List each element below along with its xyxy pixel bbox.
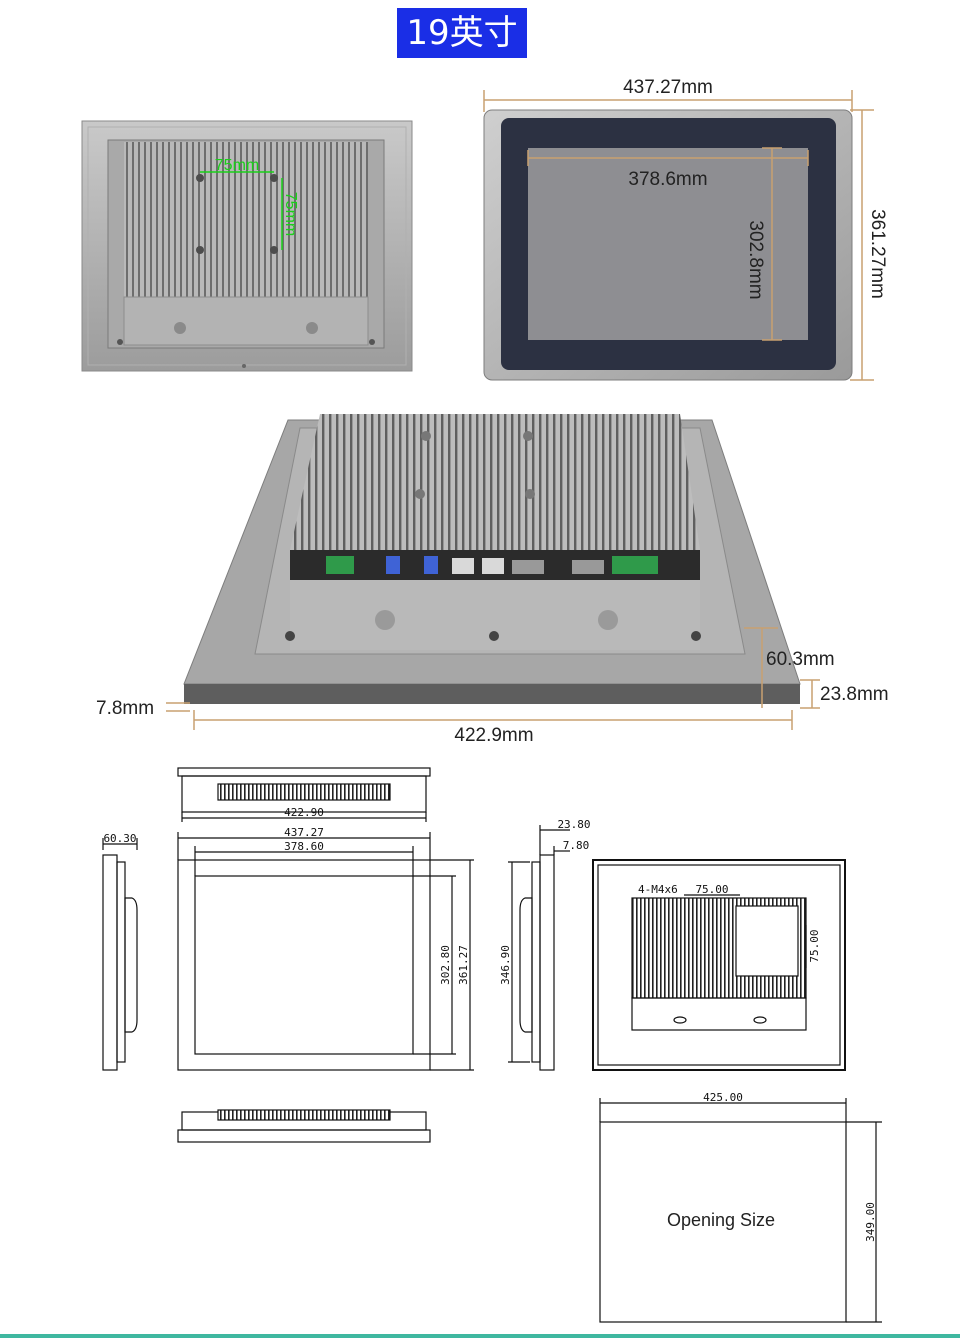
- cad-side-depth-label: 60.30: [103, 832, 136, 845]
- cad-back-vesa-h-label: 75.00: [695, 883, 728, 896]
- front-height-label: 361.27mm: [867, 209, 888, 299]
- cad-side-height-label: 346.90: [499, 945, 512, 985]
- cad-left-side-view: [102, 838, 138, 1071]
- cad-back-screws-label: 4-M4x6: [638, 883, 678, 896]
- cad-opening-width-label: 425.00: [703, 1091, 743, 1104]
- chassis-width-label: 422.9mm: [454, 725, 533, 746]
- perspective-back-photo: 60.3mm 23.8mm 7.8mm 422.9mm: [96, 414, 889, 746]
- cad-screen-width-label: 378.60: [284, 840, 324, 853]
- depth-total-label: 60.3mm: [766, 649, 835, 670]
- screen-width-label: 378.6mm: [628, 169, 707, 190]
- cad-drawings: [102, 767, 882, 1323]
- opening-size-label: Opening Size: [667, 1210, 775, 1230]
- cad-bottom-view: [177, 1109, 431, 1143]
- cad-back-view: [592, 859, 846, 1071]
- cad-top-view: [177, 767, 431, 822]
- cad-back-vesa-v-label: 75.00: [808, 929, 821, 962]
- cad-opening-size: [599, 1098, 882, 1323]
- cad-side-chassis-label: 23.80: [557, 818, 590, 831]
- bezel-label: 7.8mm: [96, 698, 154, 719]
- screen-height-label: 302.8mm: [745, 220, 766, 299]
- cad-top-width-label: 422.90: [284, 806, 324, 819]
- cad-opening-height-label: 349.00: [864, 1202, 877, 1242]
- cad-front-height-label: 361.27: [457, 945, 470, 985]
- back-panel-photo: 75mm 75mm: [81, 120, 413, 372]
- cad-front-width-label: 437.27: [284, 826, 324, 839]
- front-panel-photo: 437.27mm 361.27mm 378.6mm 302.8mm: [483, 77, 888, 381]
- cad-right-side-view: [508, 825, 570, 1071]
- cad-front-view: [177, 832, 474, 1071]
- back-vesa-h-label: 75mm: [215, 157, 259, 174]
- back-vesa-v-label: 75mm: [282, 192, 299, 236]
- front-width-label: 437.27mm: [623, 77, 713, 98]
- depth-chassis-label: 23.8mm: [820, 684, 889, 705]
- bottom-accent-line: [0, 1334, 960, 1338]
- size-title-badge: 19英寸: [397, 8, 527, 58]
- cad-screen-height-label: 302.80: [439, 945, 452, 985]
- cad-side-bezel-label: 7.80: [563, 839, 590, 852]
